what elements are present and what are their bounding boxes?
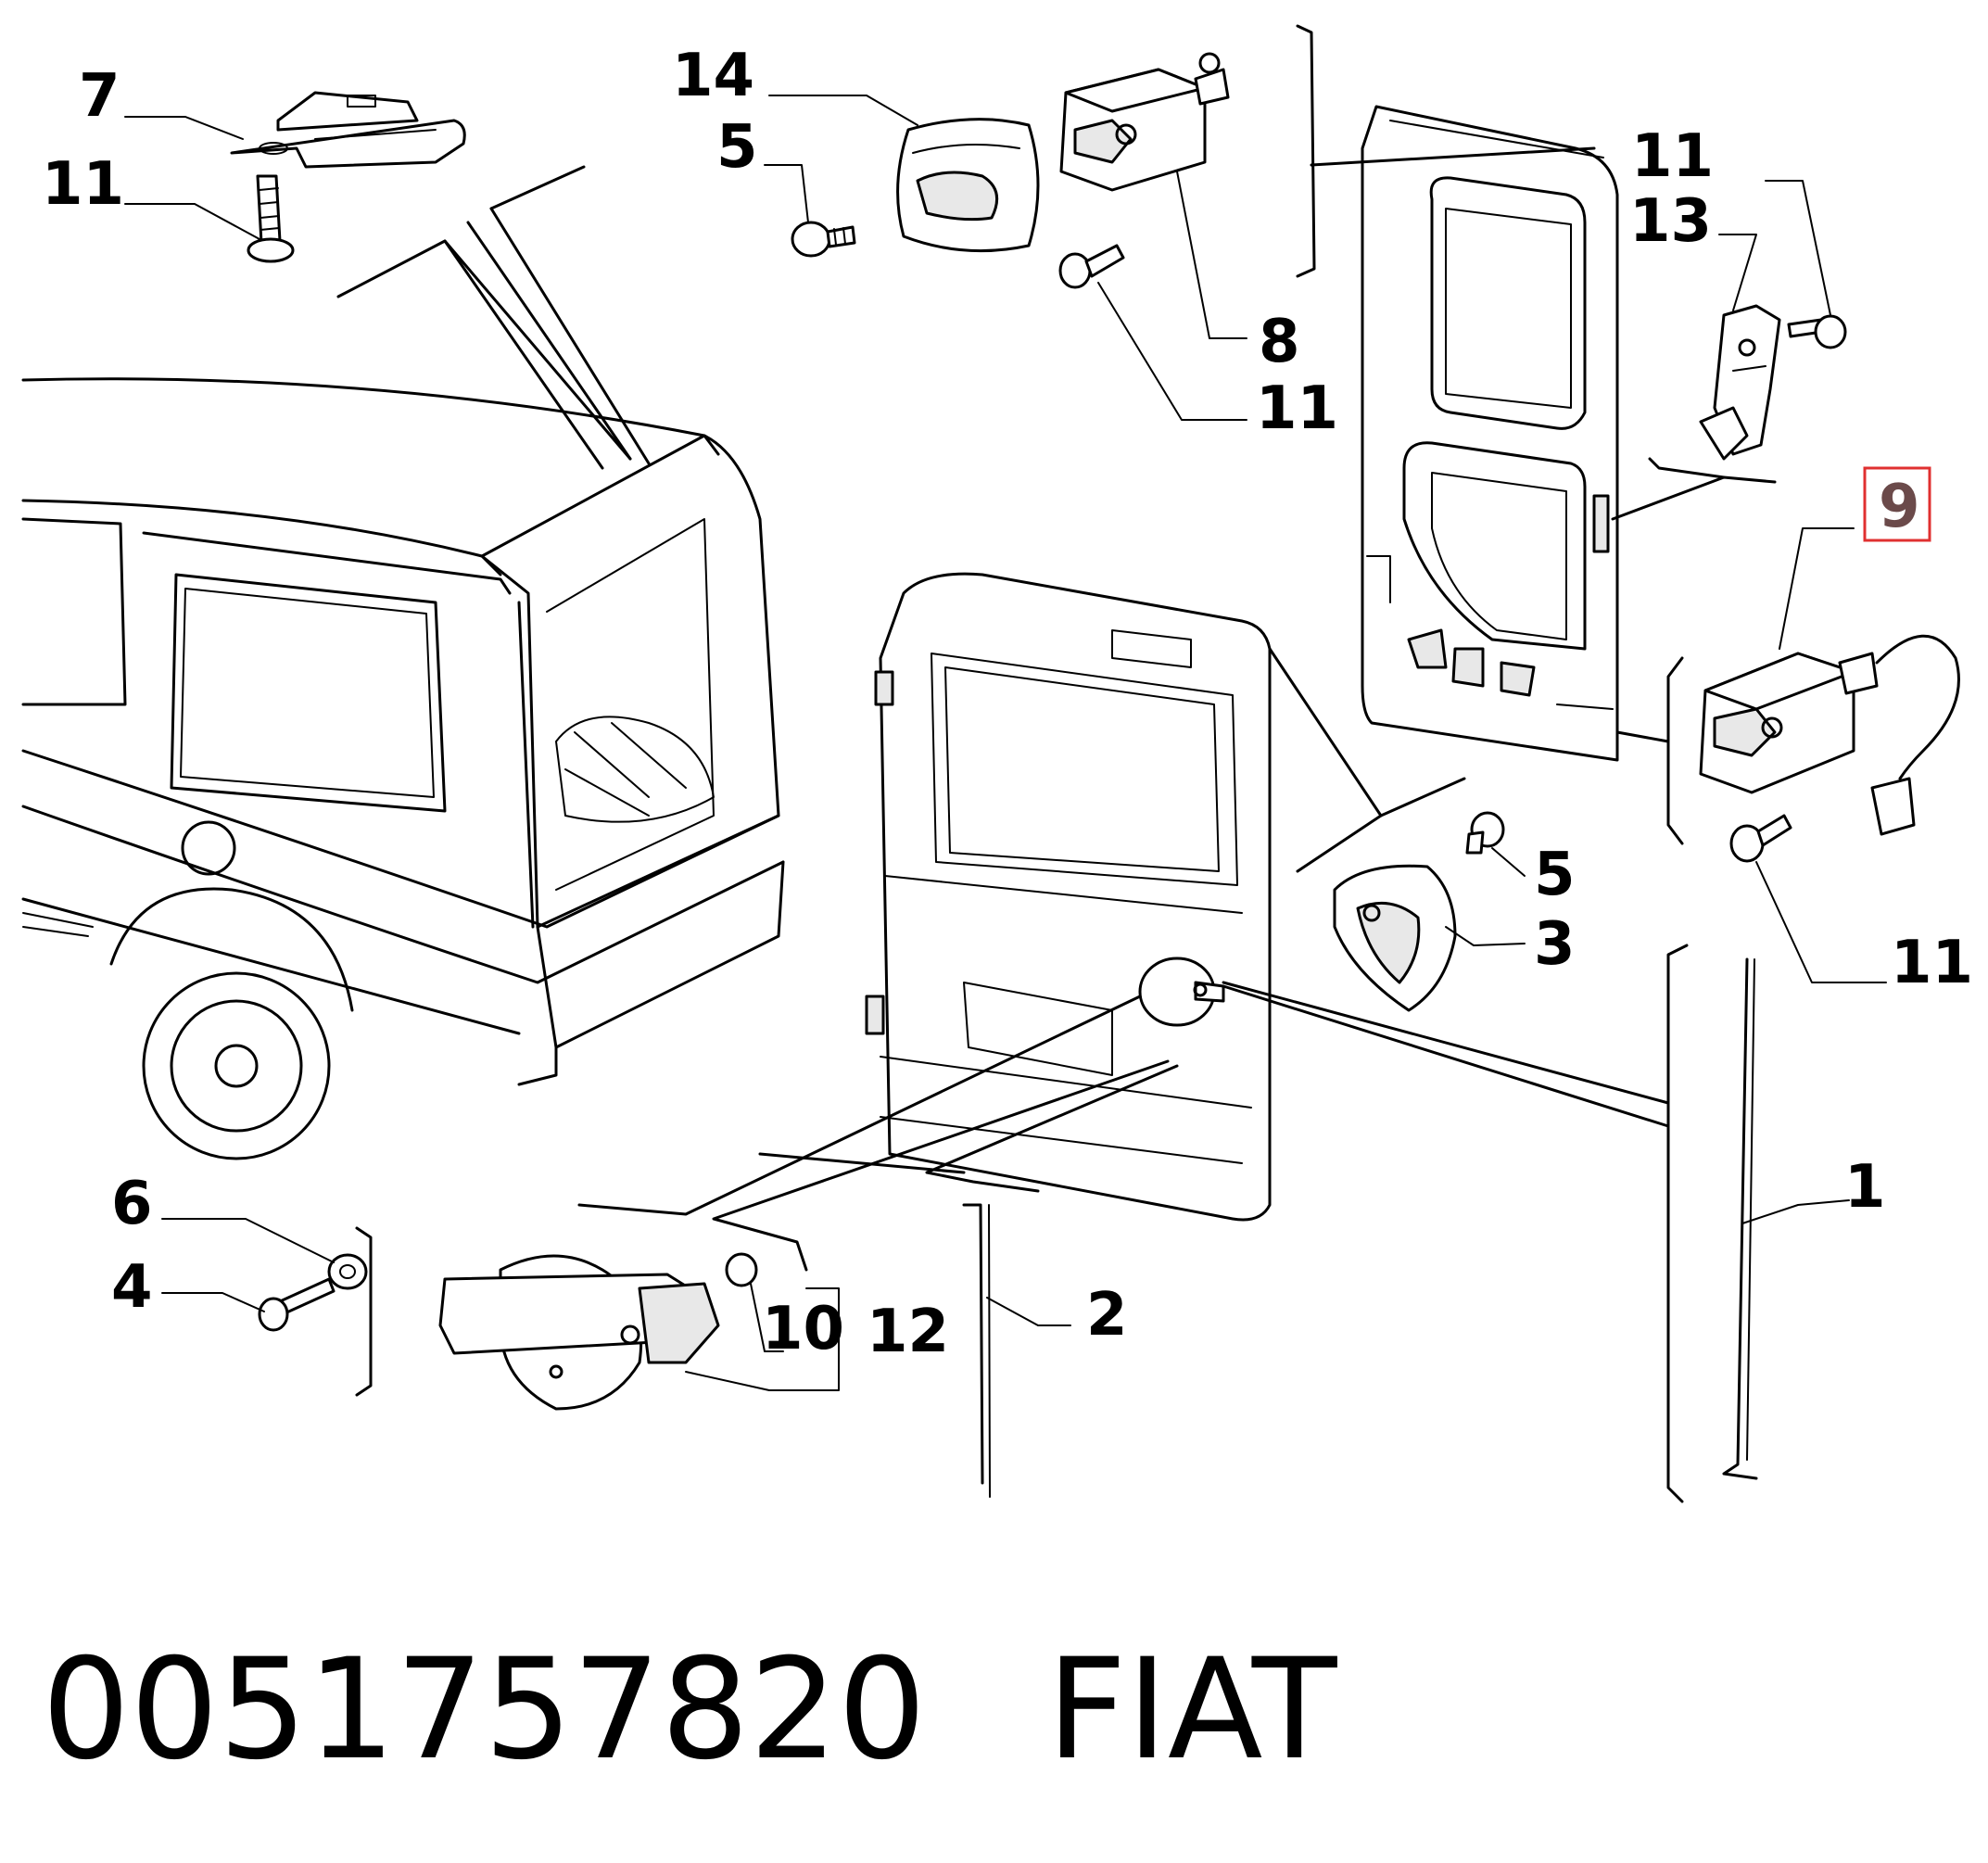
- callout-13: 13: [1629, 187, 1712, 256]
- callout-11-right: 11: [1891, 929, 1973, 997]
- callout-1: 1: [1844, 1153, 1886, 1222]
- electric-lock-part-9: [1699, 634, 1960, 836]
- callout-6: 6: [111, 1170, 153, 1238]
- callout-11-top-right: 11: [1631, 122, 1714, 191]
- callout-4: 4: [111, 1253, 153, 1322]
- handle-housing-part-3: [1333, 864, 1457, 1012]
- callout-5-middle: 5: [1534, 841, 1576, 909]
- callout-11-near-8: 11: [1256, 374, 1338, 443]
- screw-part-5-middle: [1465, 811, 1505, 855]
- rod-part-2: [962, 1203, 991, 1498]
- bolt-part-4: [258, 1277, 336, 1332]
- van-body-illustration: [21, 377, 785, 1160]
- bolt-part-11-near-striker: [1787, 314, 1847, 349]
- lock-part-8: [1059, 52, 1230, 192]
- leader-lines: [336, 24, 1777, 1503]
- callout-8: 8: [1259, 308, 1300, 376]
- bolt-part-11-top-left: [247, 174, 295, 263]
- callout-2: 2: [1086, 1281, 1128, 1350]
- callout-14: 14: [672, 42, 754, 110]
- bolt-part-11-near-electric-lock: [1729, 814, 1792, 863]
- screw-part-5-top: [791, 221, 856, 258]
- callout-5-top: 5: [716, 113, 758, 182]
- striker-part-13: [1699, 304, 1781, 461]
- rear-door-outer-illustration: [865, 572, 1272, 1222]
- callout-3: 3: [1534, 910, 1576, 979]
- brand-name: FIAT: [1046, 1629, 1337, 1791]
- rod-part-1: [1722, 957, 1758, 1480]
- callout-7: 7: [79, 62, 120, 131]
- callout-12: 12: [867, 1298, 949, 1366]
- callout-leaders: [124, 95, 1887, 1391]
- callout-11-top-left: 11: [42, 150, 124, 219]
- bracket-part-7: [230, 91, 466, 169]
- bolt-part-11-near-lock: [1058, 244, 1125, 289]
- nut-part-10: [725, 1252, 758, 1287]
- callout-numbers: 7 11 14 5 8 11 11 13 9 5 3 11 1 6 4 10 1…: [42, 42, 1973, 1366]
- handle-assembly-part-12: [438, 1254, 720, 1411]
- cover-part-14: [896, 118, 1040, 253]
- callout-9: 9: [1879, 473, 1920, 541]
- highlight-box-9: [1863, 466, 1931, 542]
- rear-door-inner-illustration: [1361, 105, 1619, 762]
- washer-part-6: [327, 1253, 368, 1290]
- part-number: 0051757820: [42, 1629, 927, 1791]
- callout-10: 10: [762, 1295, 844, 1363]
